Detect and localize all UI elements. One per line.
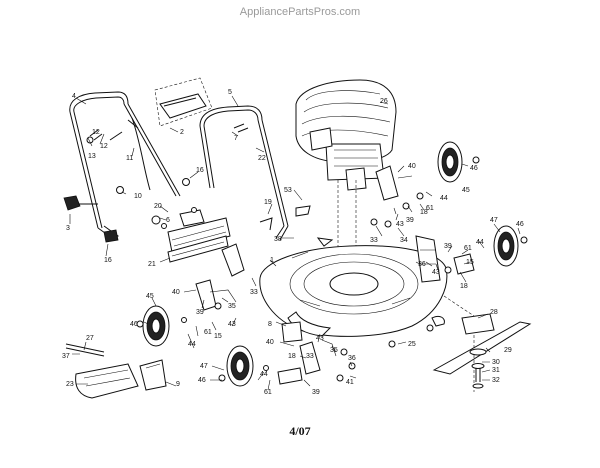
control-bail [154,77,213,127]
callout-45a: 45 [462,187,470,194]
watermark-text: AppliancePartsPros.com [240,6,360,18]
callout-7: 7 [234,135,238,142]
callout-33b: 33 [250,289,258,296]
callout-47b: 47 [200,363,208,370]
callout-15b: 15 [214,333,222,340]
callout-39d: 39 [312,389,320,396]
callout-61b: 61 [464,245,472,252]
callout-39c: 39 [196,309,204,316]
callout-34: 34 [400,237,408,244]
callout-8: 8 [268,321,272,328]
callout-43c: 43 [228,321,236,328]
callout-44d: 44 [260,371,268,378]
blade-assembly [432,295,532,392]
callout-44c: 44 [188,341,196,348]
wheel-front-left [136,305,187,347]
callout-41: 41 [346,379,354,386]
height-adjuster-front-left [195,243,245,311]
lower-handle-right [199,105,289,241]
callout-25: 25 [408,341,416,348]
callout-40b: 40 [172,289,180,296]
callout-61d: 61 [264,389,272,396]
callout-35b: 35 [330,347,338,354]
callout-3: 3 [66,225,70,232]
callout-2: 2 [180,129,184,136]
callout-32: 32 [492,377,500,384]
callout-31: 31 [492,367,500,374]
throttle-cable [127,117,151,191]
callout-1: 1 [270,257,274,264]
callout-16a: 16 [196,167,204,174]
callout-43b: 43 [432,269,440,276]
callout-61a: 61 [426,205,434,212]
callout-30: 30 [492,359,500,366]
callout-26: 26 [380,98,388,105]
callout-19: 19 [264,199,272,206]
callout-16b: 16 [104,257,112,264]
height-adjuster-rear-right [370,165,475,283]
callout-35a: 35 [228,303,236,310]
callout-18a: 18 [420,209,428,216]
callout-15a: 15 [466,259,474,266]
callout-29: 29 [504,347,512,354]
callout-12a: 12 [92,129,100,136]
wheel-front-right [218,345,269,387]
engine [295,79,397,250]
callout-36b: 36 [348,355,356,362]
callout-40a: 40 [408,163,416,170]
callout-10: 10 [134,193,142,200]
callout-43a: 43 [396,221,404,228]
small-hardware-mid [151,123,311,231]
callout-4: 4 [72,93,76,100]
callout-46a: 46 [470,165,478,172]
callout-11: 11 [126,155,133,162]
callout-5: 5 [228,89,232,96]
callout-13: 13 [88,153,96,160]
callout-18b: 18 [460,283,468,290]
callout-38: 38 [274,236,282,243]
callout-22: 22 [258,155,266,162]
callout-12b: 12 [100,143,108,150]
callout-33c: 33 [306,353,314,360]
mower-deck [259,245,448,337]
callout-28: 28 [490,309,498,316]
callout-37: 37 [62,353,70,360]
callout-33a: 33 [370,237,378,244]
callout-46d: 46 [198,377,206,384]
callout-45b: 45 [146,293,154,300]
height-adjuster-front-right [277,321,356,385]
callout-layer: 4 5 26 12 12 11 13 2 7 22 40 46 45 10 16… [62,89,524,396]
callout-27: 27 [86,335,94,342]
callout-36a: 36 [418,261,426,268]
callout-23: 23 [66,381,74,388]
callout-47a: 47 [490,217,498,224]
callout-6: 6 [166,217,170,224]
callout-21: 21 [148,261,156,268]
wheel-rear-right-top [437,141,480,183]
callout-18c: 18 [288,353,296,360]
callout-44b: 44 [476,239,484,246]
callout-46c: 46 [130,321,138,328]
discharge-chute [65,343,167,399]
callout-53: 53 [284,187,292,194]
deflector-bracket [167,209,231,263]
callout-40c: 40 [266,339,274,346]
revision-date: 4/07 [289,424,310,438]
callout-20: 20 [154,203,162,210]
deck-hardware [316,237,445,348]
callout-44a: 44 [440,195,448,202]
callout-39b: 39 [444,243,452,250]
knob-and-bolts-left [63,129,124,243]
upper-handle-left [69,91,181,239]
callout-9: 9 [176,381,180,388]
callout-43d: 43 [316,335,324,342]
wheel-rear-right-bottom [493,225,528,267]
callout-46b: 46 [516,221,524,228]
callout-39a: 39 [406,217,414,224]
callout-61c: 61 [204,329,212,336]
